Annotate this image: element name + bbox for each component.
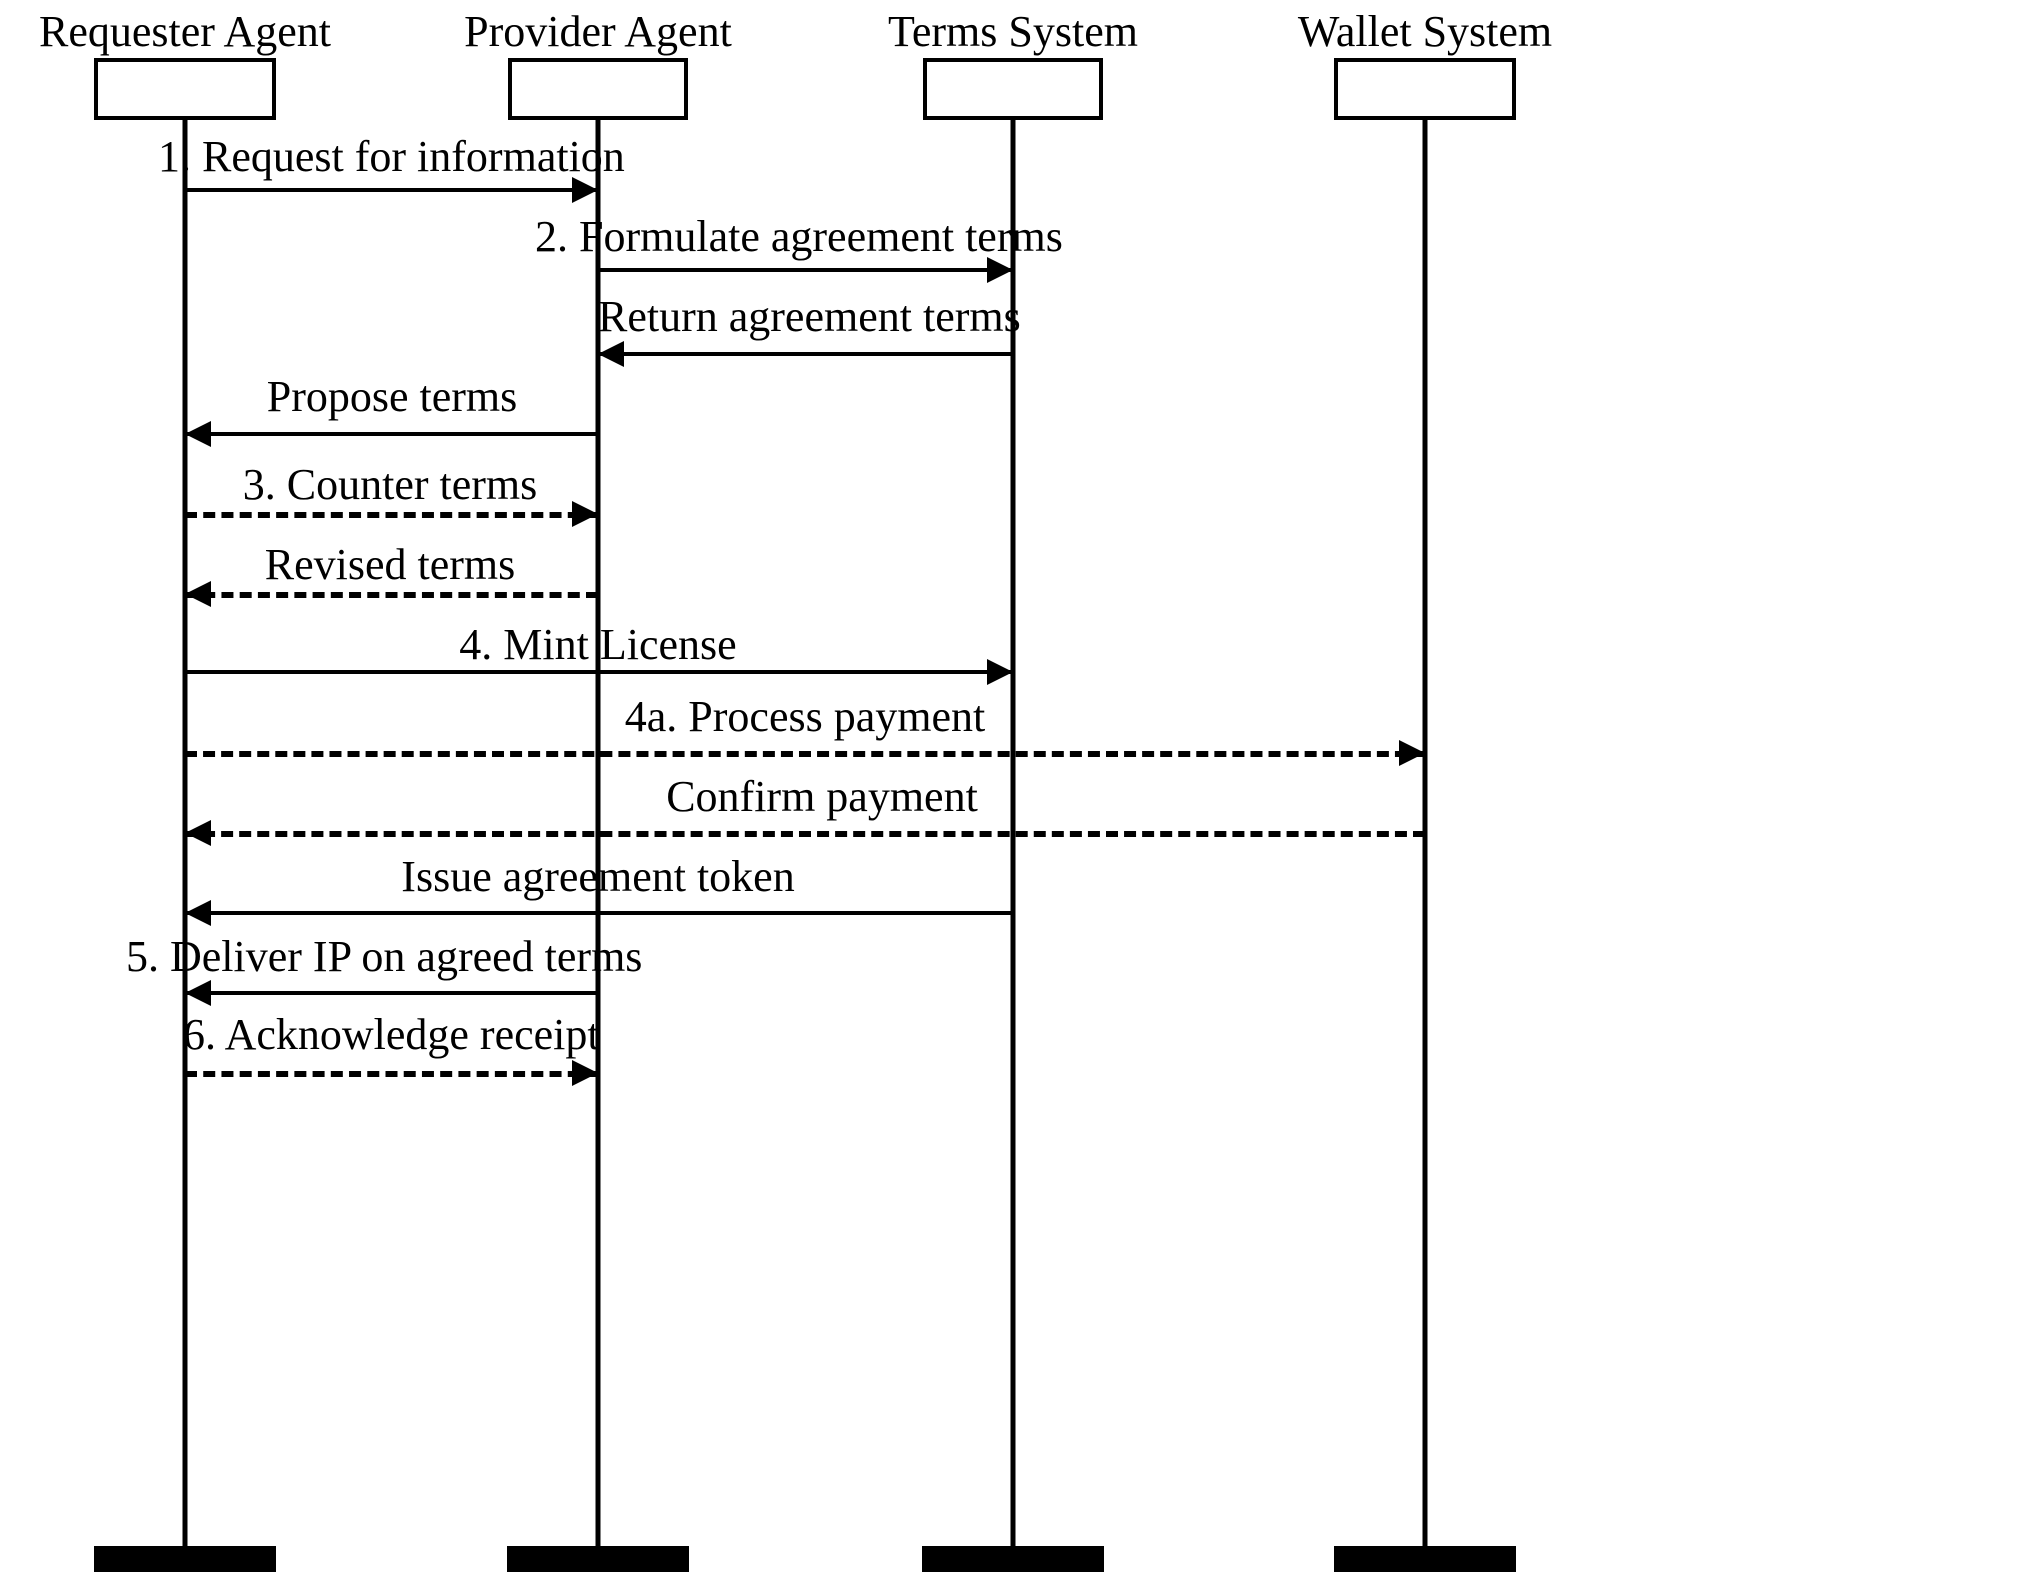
message-label-9: Issue agreement token (401, 852, 795, 901)
arrowhead-right-6 (987, 659, 1013, 685)
arrowhead-right-0 (572, 177, 598, 203)
message-line-0 (185, 188, 598, 192)
actor-label-wallet: Wallet System (1297, 7, 1553, 56)
message-label-6: 4. Mint License (459, 620, 737, 669)
arrowhead-right-11 (572, 1060, 598, 1086)
actor-box-provider[interactable] (508, 58, 688, 120)
message-line-7 (185, 751, 1425, 757)
arrowhead-left-10 (185, 980, 211, 1006)
message-label-1: 2. Formulate agreement terms (535, 212, 1063, 261)
message-label-8: Confirm payment (666, 772, 978, 821)
message-label-7: 4a. Process payment (624, 692, 986, 741)
arrowhead-right-1 (987, 257, 1013, 283)
message-label-11: 6. Acknowledge receipt (183, 1010, 600, 1059)
arrowhead-left-2 (598, 341, 624, 367)
message-line-8 (185, 831, 1425, 837)
message-line-1 (598, 268, 1013, 272)
message-line-9 (185, 911, 1013, 915)
message-label-0: 1. Request for information (158, 132, 625, 181)
lifeline-requester (182, 120, 188, 1572)
message-line-5 (185, 592, 598, 598)
actor-box-wallet[interactable] (1334, 58, 1516, 120)
message-label-10: 5. Deliver IP on agreed terms (126, 932, 643, 981)
actor-label-requester: Requester Agent (38, 7, 332, 56)
message-label-5: Revised terms (264, 540, 516, 589)
terminator-requester (94, 1546, 276, 1572)
message-line-6 (185, 670, 1013, 674)
message-line-11 (185, 1071, 598, 1077)
message-label-3: Propose terms (266, 372, 518, 421)
actor-box-requester[interactable] (94, 58, 276, 120)
terminator-terms (922, 1546, 1104, 1572)
message-line-2 (598, 352, 1013, 356)
arrowhead-left-3 (185, 421, 211, 447)
lifeline-wallet (1422, 120, 1428, 1572)
message-line-3 (185, 432, 598, 436)
message-label-4: 3. Counter terms (242, 460, 538, 509)
actor-label-terms: Terms System (888, 7, 1138, 56)
arrowhead-right-7 (1399, 740, 1425, 766)
message-line-4 (185, 512, 598, 518)
actor-label-provider: Provider Agent (464, 7, 732, 56)
terminator-wallet (1334, 1546, 1516, 1572)
message-line-10 (185, 991, 598, 995)
arrowhead-left-5 (185, 581, 211, 607)
message-label-2: Return agreement terms (598, 292, 1021, 341)
arrowhead-left-9 (185, 900, 211, 926)
arrowhead-left-8 (185, 820, 211, 846)
arrowhead-right-4 (572, 501, 598, 527)
actor-box-terms[interactable] (923, 58, 1103, 120)
lifeline-terms (1010, 120, 1016, 1572)
terminator-provider (507, 1546, 689, 1572)
lifeline-provider (595, 120, 601, 1572)
